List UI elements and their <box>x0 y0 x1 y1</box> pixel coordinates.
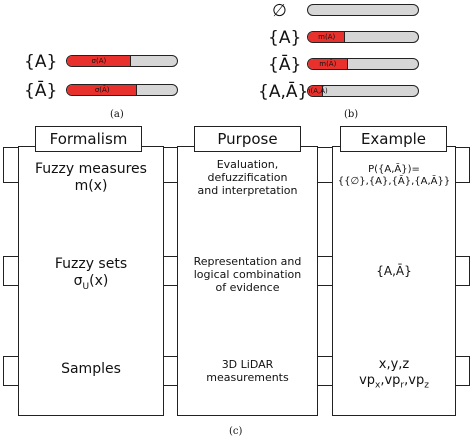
cell-line: Evaluation, <box>216 158 279 171</box>
purpose-column <box>177 146 318 416</box>
set-label-not-a: {Ā} <box>268 55 302 75</box>
caption-a: (a) <box>110 109 124 120</box>
bar-label: m(Ā) <box>319 59 337 68</box>
example-coordinates: x,y,z vpx,vpr,vpz <box>332 357 456 394</box>
cell-line: defuzzification <box>207 171 288 184</box>
cell-line: of evidence <box>215 281 280 294</box>
cell-line: 3D LiDAR <box>221 358 274 371</box>
bar-label: m(A) <box>318 32 336 41</box>
formalism-fuzzy-measures: Fuzzy measures m(x) <box>18 161 164 195</box>
cell-line: x,y,z <box>378 357 410 372</box>
formalism-fuzzy-sets: Fuzzy sets σU(x) <box>18 256 164 296</box>
cell-line: m(x) <box>74 178 108 194</box>
cell-line: Samples <box>61 361 121 377</box>
cell-line-sigma: σU(x) <box>73 273 109 292</box>
set-label-a-not-a: {A,Ā} <box>258 82 309 102</box>
cell-line: measurements <box>206 371 289 384</box>
cell-line: and interpretation <box>197 184 298 197</box>
bar-fill <box>308 32 346 42</box>
example-power-set: P({A,Ā})= {{∅},{A},{Ā},{A,Ā}} <box>332 164 456 188</box>
formalism-samples: Samples <box>18 361 164 378</box>
bar-fill <box>67 56 131 66</box>
mass-bar-a-not-a: m(A,Ā) <box>307 85 419 97</box>
mass-bar-a: m(A) <box>307 31 419 43</box>
formalism-header: Formalism <box>35 126 142 152</box>
example-header: Example <box>340 126 447 152</box>
example-frame: {A,Ā} <box>332 264 456 279</box>
purpose-header: Purpose <box>194 126 301 152</box>
caption-b: (b) <box>344 109 359 120</box>
mass-bar-not-a: m(Ā) <box>307 58 419 70</box>
example-column <box>332 146 456 416</box>
cell-line: logical combination <box>193 268 302 281</box>
set-label-a: {A} <box>268 28 302 48</box>
caption-c: (c) <box>229 426 243 437</box>
bar-label: m(A,Ā) <box>308 86 328 95</box>
membership-bar-not-a: σ(Ā) <box>66 84 178 96</box>
bar-fill <box>308 59 348 69</box>
cell-line: Representation and <box>193 255 302 268</box>
cell-line: Fuzzy measures <box>35 161 147 177</box>
mass-bar-empty <box>307 4 419 16</box>
purpose-evaluation: Evaluation, defuzzification and interpre… <box>177 158 318 197</box>
membership-bar-a: σ(A) <box>66 55 178 67</box>
set-label-empty: ∅ <box>272 1 287 21</box>
bar-label: σ(Ā) <box>94 85 110 94</box>
set-label-not-a: {Ā} <box>24 81 58 101</box>
cell-line: Fuzzy sets <box>54 256 128 272</box>
purpose-lidar: 3D LiDAR measurements <box>177 358 318 384</box>
bar-label <box>308 5 323 15</box>
bar-fill <box>67 85 138 95</box>
set-label-a: {A} <box>24 52 58 72</box>
formalism-column <box>18 146 164 416</box>
purpose-representation: Representation and logical combination o… <box>177 255 318 294</box>
cell-line: {{∅},{A},{Ā},{A,Ā}} <box>337 176 451 187</box>
cell-line: {A,Ā} <box>376 264 412 278</box>
cell-line: P({A,Ā})= <box>368 164 420 175</box>
bar-label: σ(A) <box>91 56 107 65</box>
bar-fill <box>308 86 324 96</box>
cell-line-vp: vpx,vpr,vpz <box>359 373 429 391</box>
